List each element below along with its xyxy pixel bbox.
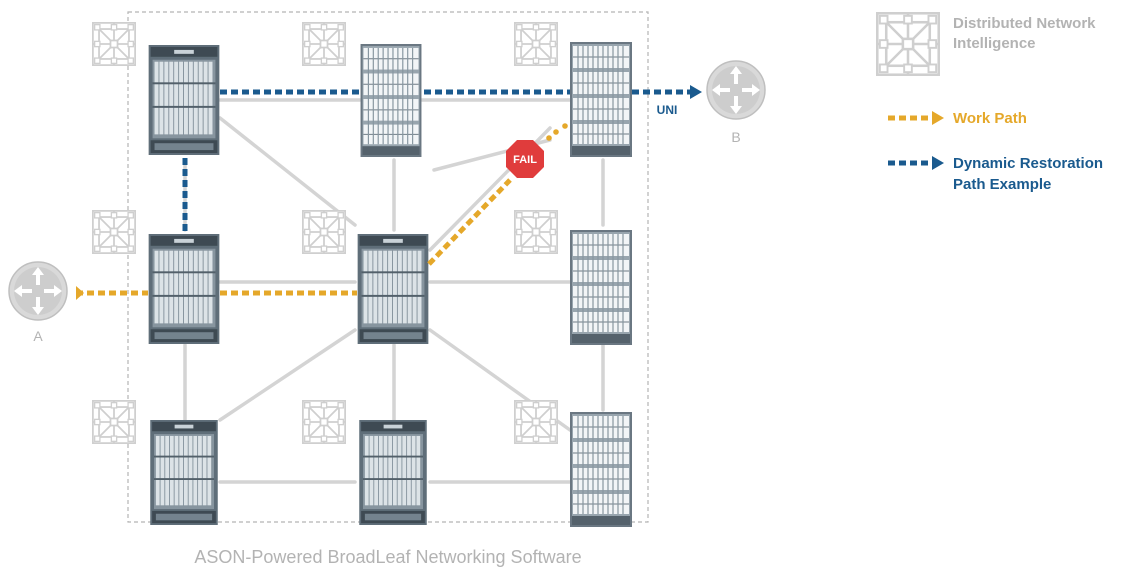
network-element-chassis <box>148 45 220 155</box>
legend: Distributed Network Intelligence Work Pa… <box>876 12 1103 193</box>
legend-restoration-arrow-icon <box>932 156 944 170</box>
network-element-rack <box>570 42 632 157</box>
dni-icon <box>302 400 346 444</box>
network-elements <box>148 42 632 527</box>
uni-label: UNI <box>657 103 678 117</box>
dni-icon <box>92 22 136 66</box>
router-b-icon <box>706 60 766 120</box>
restoration-path <box>182 89 690 232</box>
legend-work-path-label: Work Path <box>953 110 1027 127</box>
work-path <box>76 178 512 296</box>
network-element-rack <box>360 44 422 157</box>
dni-icon <box>92 400 136 444</box>
dni-icon <box>302 210 346 254</box>
network-element-rack <box>570 412 632 527</box>
legend-restoration-line1: Dynamic Restoration <box>953 155 1103 172</box>
router-a-icon <box>8 261 68 321</box>
legend-dni-line1: Distributed Network <box>953 15 1096 32</box>
fail-label: FAIL <box>513 154 537 166</box>
diagram-caption: ASON-Powered BroadLeaf Networking Softwa… <box>194 547 581 567</box>
network-element-chassis <box>148 234 220 344</box>
network-element-rack <box>570 230 632 345</box>
network-element-chassis <box>359 420 427 525</box>
dni-icon <box>302 22 346 66</box>
work-path-broken-segment <box>546 123 568 141</box>
node-a-label: A <box>33 328 43 344</box>
network-element-chassis <box>357 234 429 344</box>
network-element-chassis <box>150 420 218 525</box>
dni-icon <box>92 210 136 254</box>
restoration-arrowhead <box>690 85 702 99</box>
fail-marker: FAIL <box>506 140 544 178</box>
dni-icon <box>514 210 558 254</box>
dni-legend-icon <box>876 12 940 76</box>
dni-icon <box>514 22 558 66</box>
dni-icon <box>514 400 558 444</box>
node-b-label: B <box>731 129 740 145</box>
legend-restoration-line2: Path Example <box>953 176 1051 193</box>
legend-work-path-arrow-icon <box>932 111 944 125</box>
work-path-arrowhead <box>76 286 84 300</box>
legend-dni-line2: Intelligence <box>953 35 1036 52</box>
